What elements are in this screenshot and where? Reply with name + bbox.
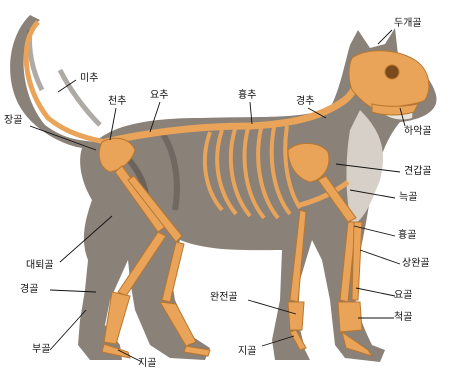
label-scapula: 견갑골 <box>404 166 432 178</box>
label-sternum: 흉골 <box>398 230 416 242</box>
label-skull: 두개골 <box>394 18 422 30</box>
label-mandible: 하악골 <box>404 126 432 138</box>
label-phalanges-hind: 지골 <box>138 358 156 370</box>
label-tarsus: 부골 <box>32 344 50 356</box>
label-humerus: 상완골 <box>402 258 430 270</box>
label-phalanges-front: 지골 <box>238 346 256 358</box>
label-carpus: 완전골 <box>210 292 238 304</box>
label-sacrum: 천추 <box>108 96 126 108</box>
label-pelvis: 장골 <box>4 115 22 127</box>
label-radius: 척골 <box>394 312 412 324</box>
label-cervical: 경추 <box>296 96 314 108</box>
label-tail-vertebrae: 미추 <box>80 73 98 85</box>
label-lumbar: 요추 <box>150 90 168 102</box>
label-tibia: 경골 <box>20 284 38 296</box>
label-thoracic: 흉추 <box>238 90 256 102</box>
label-femur: 대퇴골 <box>26 260 54 272</box>
label-ulna: 요골 <box>394 290 412 302</box>
label-ribs: 늑골 <box>399 192 417 204</box>
